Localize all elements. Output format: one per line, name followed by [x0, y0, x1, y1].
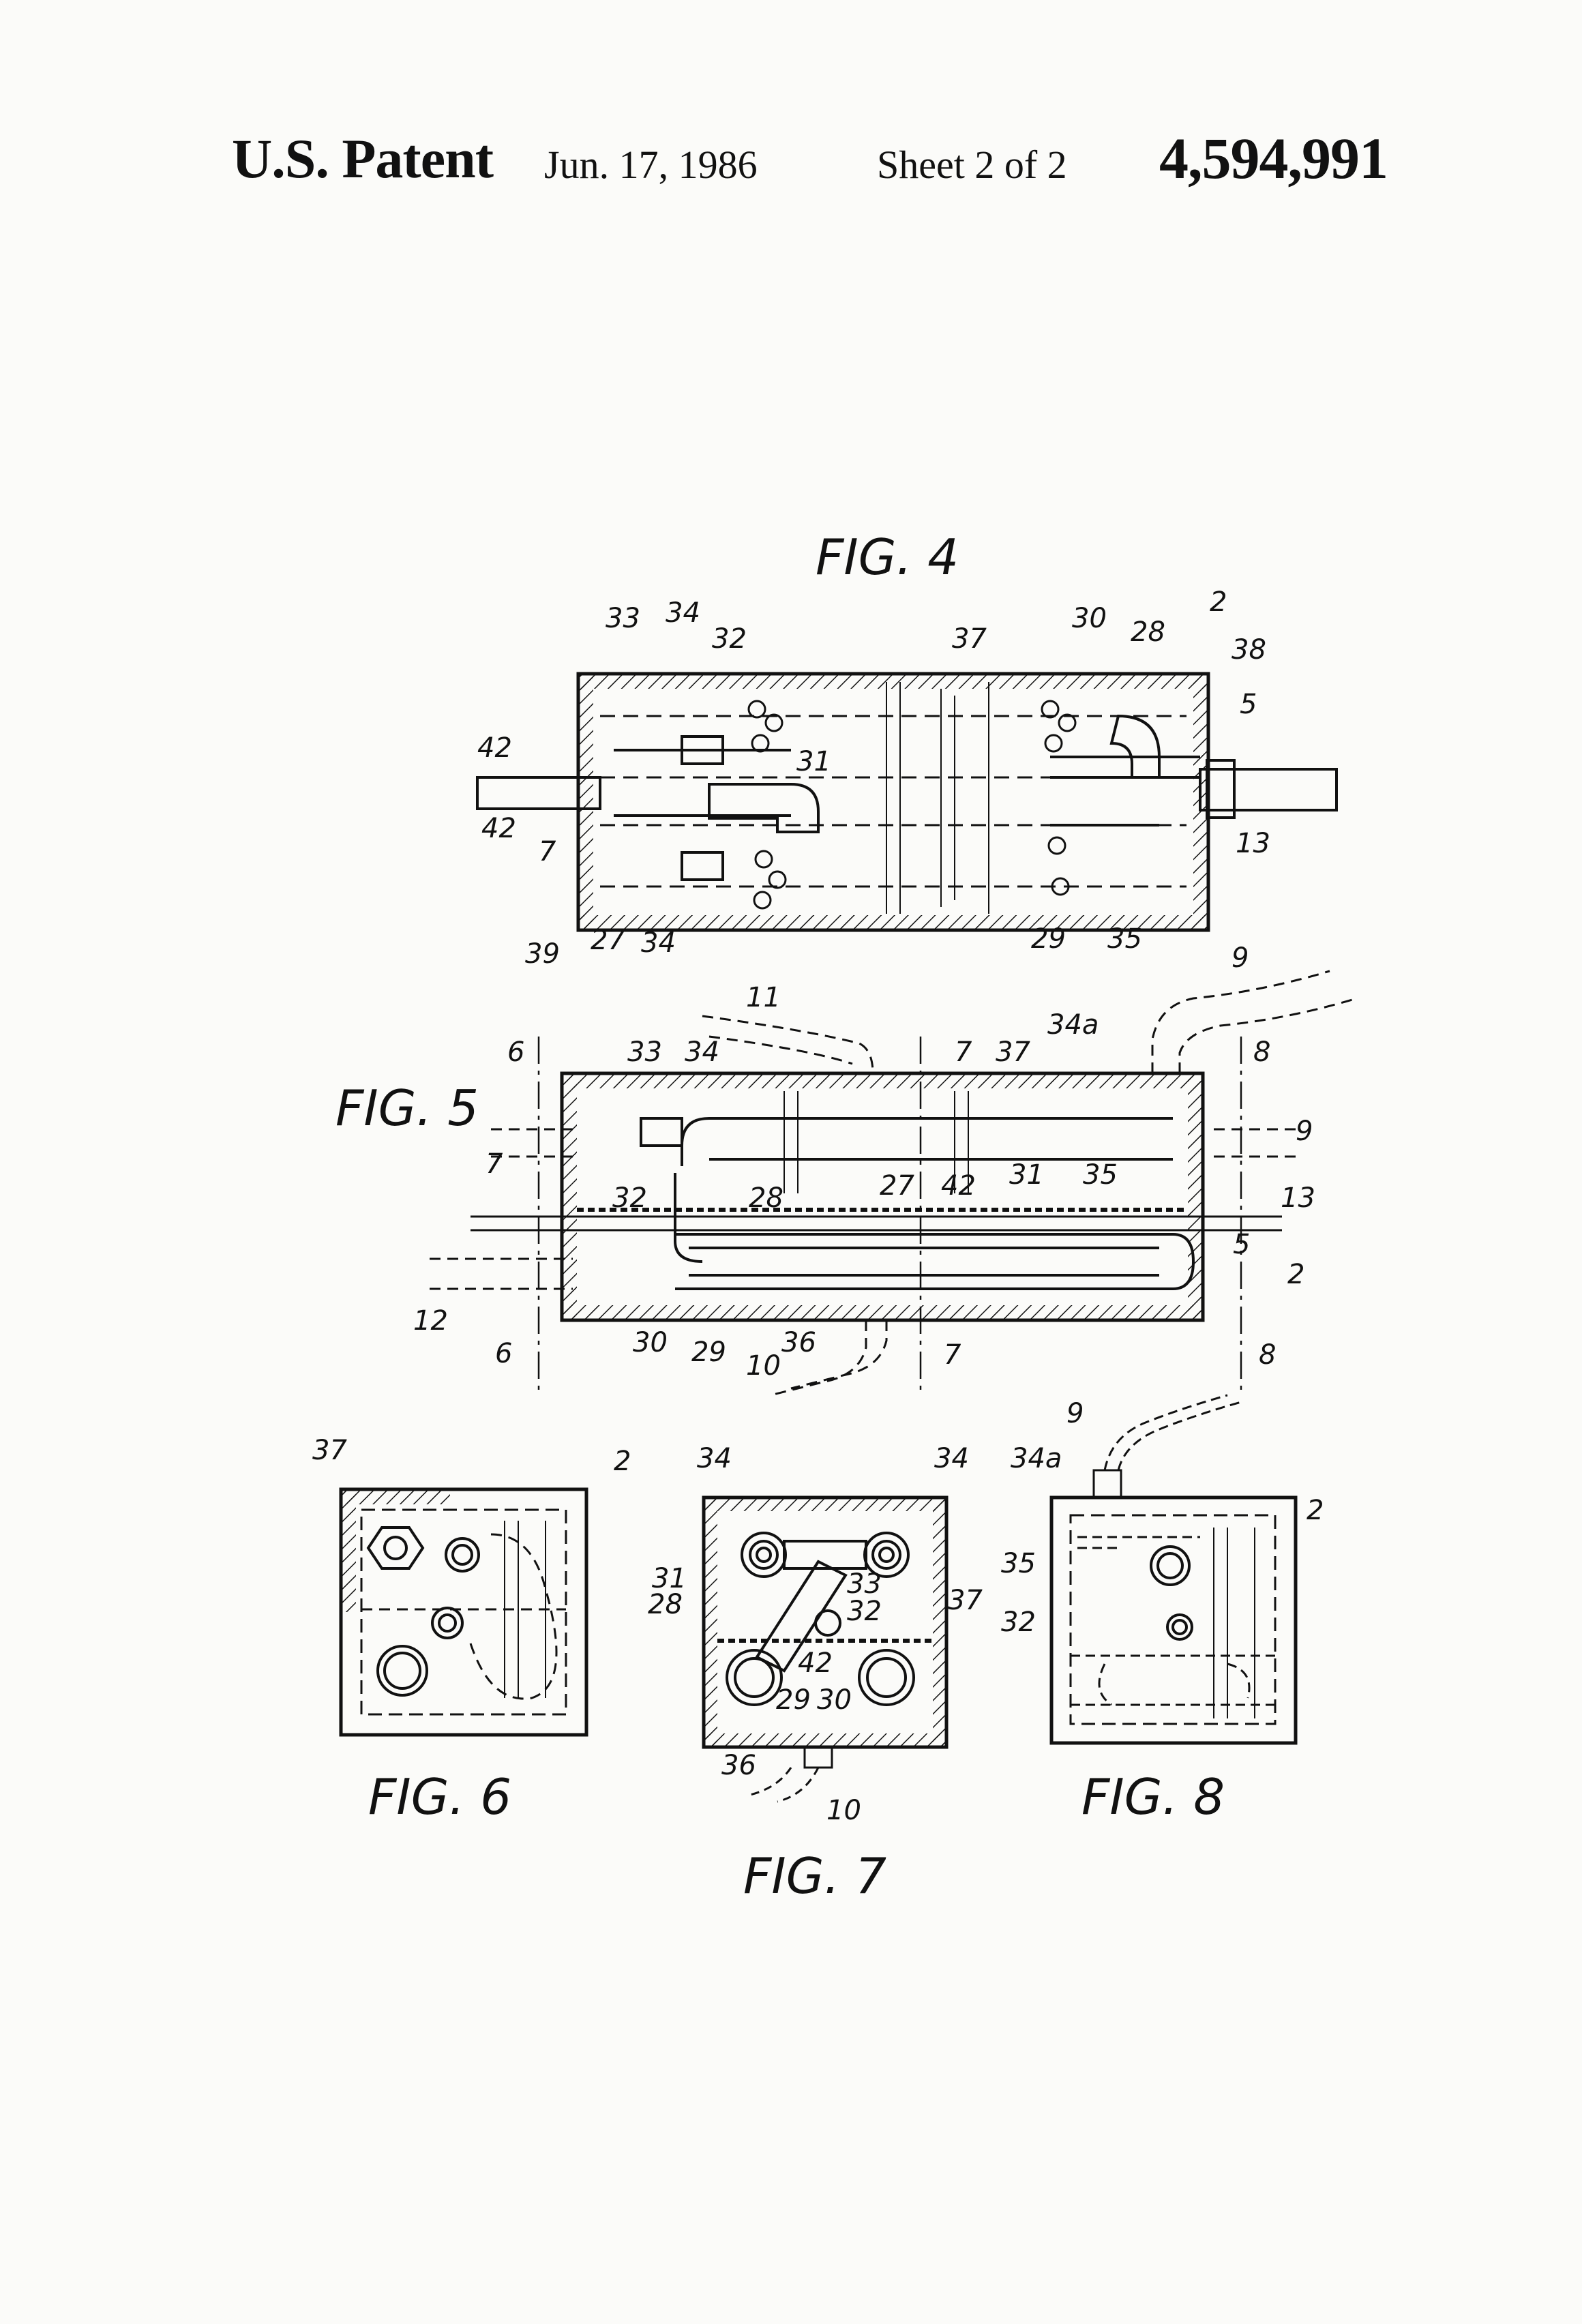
fig8-label: 2 — [1307, 1495, 1324, 1526]
fig5-label: 28 — [749, 1182, 783, 1214]
fig8-label: 35 — [1001, 1548, 1036, 1579]
fig5-label: 27 — [880, 1170, 914, 1202]
fig7-label: 37 — [948, 1585, 983, 1616]
fig7-label: 34 — [697, 1443, 732, 1474]
fig4-label: 33 — [606, 603, 640, 634]
fig4-label: 34 — [641, 927, 676, 959]
fig7-label: 10 — [826, 1795, 861, 1826]
fig5-label: 8 — [1253, 1037, 1270, 1068]
fig5-label: 35 — [1083, 1159, 1118, 1191]
fig7-label: 34 — [934, 1443, 969, 1474]
fig5-label: 10 — [746, 1350, 781, 1382]
fig6-label: 37 — [312, 1435, 347, 1466]
fig4-label: 27 — [591, 925, 625, 956]
fig5-label: 9 — [1232, 942, 1249, 974]
figure-7-labels: FIG. 7 34 34 31 28 33 32 37 42 29 30 36 … — [648, 1443, 983, 1905]
fig7-label: 36 — [721, 1750, 756, 1781]
fig5-label: 8 — [1259, 1339, 1276, 1371]
fig7-label: 29 — [776, 1684, 811, 1716]
fig8-label: 32 — [1001, 1607, 1036, 1638]
fig5-label: 7 — [486, 1148, 503, 1180]
fig7-label: 28 — [648, 1589, 683, 1620]
fig5-label: 33 — [627, 1037, 662, 1068]
fig5-label: 11 — [746, 982, 781, 1013]
fig5-title: FIG. 5 — [335, 1079, 479, 1137]
fig5-label: 6 — [495, 1338, 512, 1369]
figure-4 — [477, 674, 1337, 930]
fig4-label: 5 — [1240, 689, 1257, 720]
figure-8-labels: FIG. 8 9 34a 2 35 32 — [1001, 1398, 1324, 1826]
fig5-label: 7 — [955, 1037, 972, 1068]
fig7-label: 32 — [847, 1596, 882, 1627]
fig4-label: 7 — [539, 836, 556, 867]
fig5-label: 2 — [1287, 1259, 1304, 1290]
fig5-label: 34a — [1047, 1009, 1099, 1041]
fig4-label: 35 — [1107, 923, 1142, 955]
fig5-label: 34 — [685, 1037, 719, 1068]
fig6-label: 2 — [614, 1446, 631, 1477]
fig5-label: 37 — [996, 1037, 1030, 1068]
fig8-label: 9 — [1066, 1398, 1084, 1429]
fig4-label: 31 — [796, 746, 831, 777]
fig8-label: 34a — [1011, 1443, 1062, 1474]
fig5-label: 30 — [633, 1327, 668, 1358]
fig4-label: 42 — [477, 732, 512, 764]
fig4-label: 38 — [1232, 634, 1266, 666]
fig4-label: 13 — [1236, 828, 1270, 859]
fig5-label: 42 — [941, 1170, 976, 1202]
fig5-label: 13 — [1281, 1182, 1315, 1214]
fig4-label: 37 — [952, 623, 987, 655]
fig5-label: 6 — [507, 1037, 524, 1068]
fig5-label: 31 — [1009, 1159, 1044, 1191]
fig5-label: 29 — [691, 1337, 726, 1368]
fig7-title: FIG. 7 — [743, 1847, 886, 1905]
fig7-label: 30 — [817, 1684, 852, 1716]
figure-4-labels: FIG. 4 33 34 32 37 30 28 2 38 5 42 31 42… — [477, 528, 1270, 970]
fig4-title: FIG. 4 — [816, 528, 959, 586]
fig5-label: 32 — [612, 1182, 647, 1214]
figure-6 — [341, 1489, 586, 1735]
fig4-label: 2 — [1210, 586, 1227, 618]
fig5-label: 5 — [1233, 1229, 1250, 1260]
fig4-label: 34 — [666, 597, 700, 629]
fig5-label: 9 — [1296, 1116, 1313, 1147]
fig5-label: 7 — [944, 1339, 961, 1371]
fig8-title: FIG. 8 — [1081, 1768, 1225, 1826]
fig4-label: 39 — [525, 938, 560, 970]
fig7-label: 42 — [798, 1648, 833, 1679]
fig4-label: 28 — [1131, 616, 1165, 648]
fig6-title: FIG. 6 — [368, 1768, 511, 1826]
fig4-label: 30 — [1072, 603, 1107, 634]
figure-8 — [1051, 1395, 1296, 1743]
fig4-label: 29 — [1031, 923, 1066, 955]
fig5-label: 36 — [781, 1327, 816, 1358]
fig4-label: 42 — [481, 813, 516, 844]
fig4-label: 32 — [712, 623, 747, 655]
fig5-label: 12 — [413, 1305, 448, 1337]
